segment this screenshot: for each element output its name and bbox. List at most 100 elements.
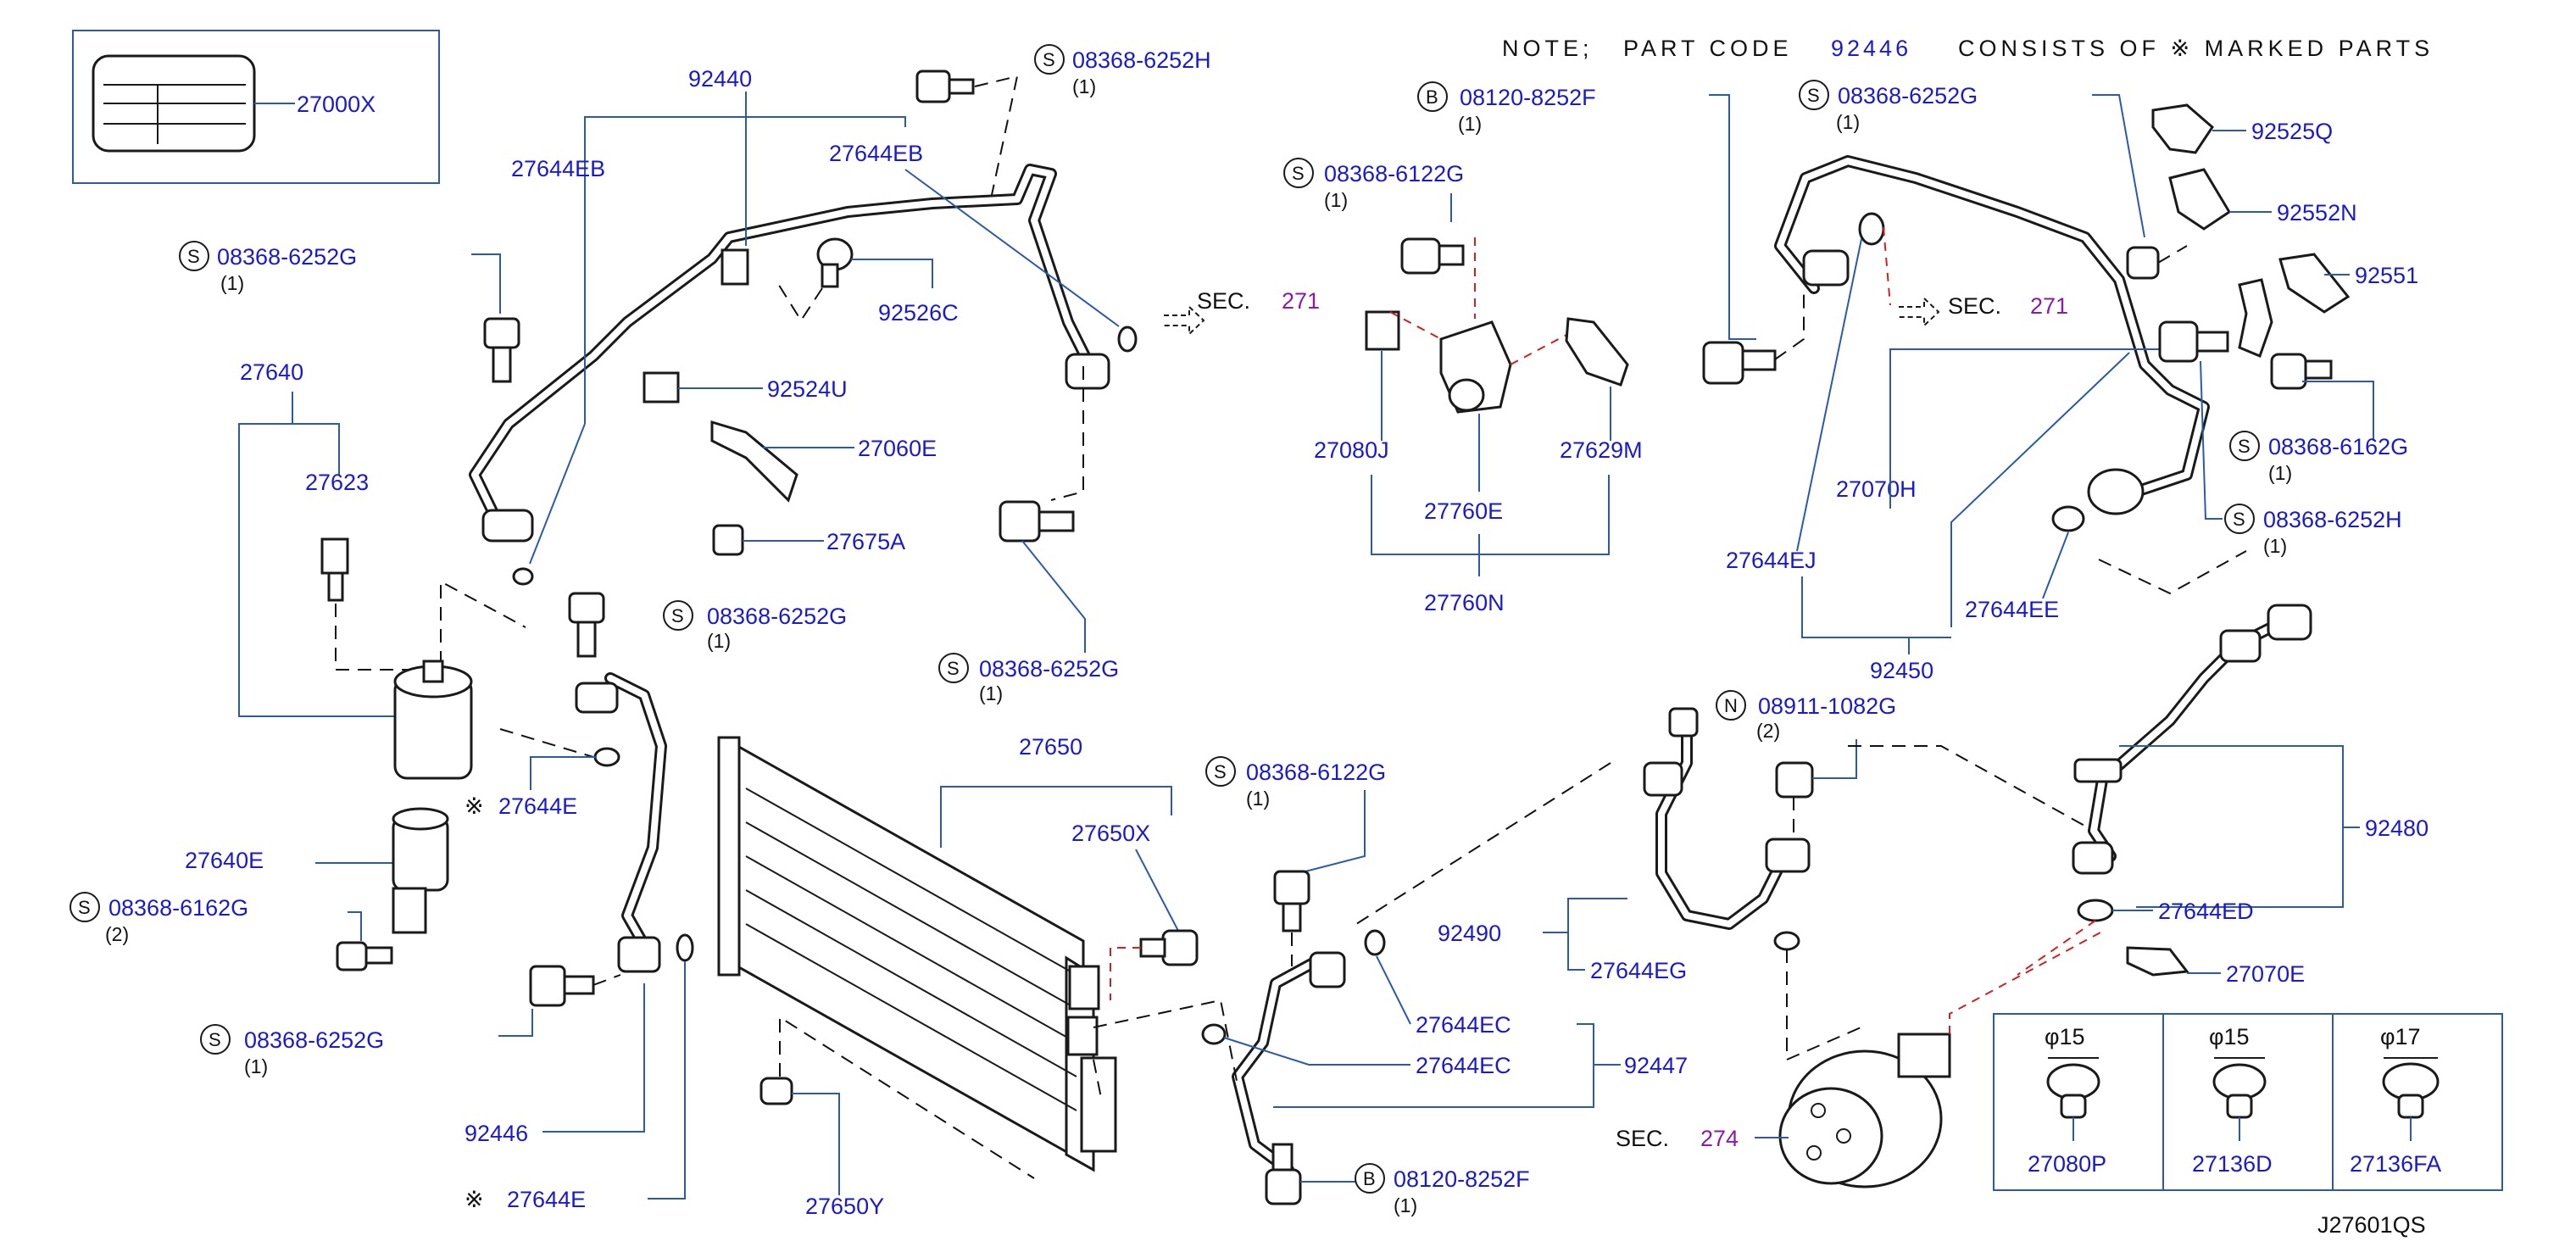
part-92446: 92446 <box>465 1121 528 1146</box>
part-92490: 92490 <box>1438 921 1501 946</box>
svg-text:S: S <box>947 658 960 679</box>
sec-271-a: 271 <box>1282 288 1320 314</box>
nut-code-08911-1082G: 08911-1082G <box>1758 693 1896 719</box>
part-27650X: 27650X <box>1071 821 1150 846</box>
part-27650: 27650 <box>1019 734 1082 760</box>
clip-92526C-group: 92526C <box>775 237 959 326</box>
n-marker <box>1716 690 1746 721</box>
part-27644EB-a: 27644EB <box>511 156 605 181</box>
bolt-code-08120-8252F-bot: 08120-8252F <box>1394 1166 1530 1192</box>
s-marker <box>1283 158 1314 188</box>
svg-text:※: ※ <box>465 1187 484 1212</box>
diagram-code: J27601QS <box>2317 1212 2426 1238</box>
bolt-head-icon <box>999 500 1041 543</box>
bracket-group: 92524U 27060E 27675A <box>643 371 937 556</box>
s-marker <box>2229 431 2260 461</box>
part-92526C: 92526C <box>878 300 959 326</box>
harness-27629M <box>1565 317 1629 387</box>
svg-text:S: S <box>2238 436 2251 457</box>
part-27644EE: 27644EE <box>1965 597 2059 622</box>
pipe-92480-group: 92480 27644ED 27070E <box>2017 604 2429 987</box>
pipe-92450-group: SEC. 271 S 08368-6252G (1) 27070H 27644E… <box>1702 80 2221 683</box>
svg-text:(1): (1) <box>1246 788 1270 810</box>
part-92525Q: 92525Q <box>2251 119 2333 144</box>
o-ring-27644EC-a <box>1364 929 1386 956</box>
pipe-92450 <box>1777 158 2207 495</box>
bracket-27060E <box>710 420 798 503</box>
pipe-bracket <box>721 248 749 286</box>
bracket-right-group: 92525Q 92552N 92551 S 08368-6162G (1) S … <box>2092 94 2418 595</box>
o-ring-27644E-b <box>676 933 694 962</box>
part-92524U: 92524U <box>767 376 848 402</box>
svg-text:S: S <box>1292 163 1305 184</box>
bolt-head-icon <box>1702 341 1744 385</box>
sec-271-b: 271 <box>2030 293 2068 319</box>
bolt-code-08368-6162G-right: 08368-6162G <box>2268 434 2408 459</box>
pipe-92447 <box>1234 955 1326 1173</box>
svg-text:(1): (1) <box>1324 189 1348 211</box>
bolt-code-08368-6252G-center: 08368-6252G <box>979 656 1119 682</box>
pipe-92440-group: 92440 27644EB 27644EB <box>469 66 1138 586</box>
clip-table: φ15 27080P φ15 27136D φ17 27136FA <box>1993 1013 2503 1191</box>
part-27000X: 27000X <box>297 92 376 117</box>
part-27629M: 27629M <box>1560 437 1643 463</box>
part-27070E: 27070E <box>2226 961 2305 987</box>
sec-label: SEC. <box>1197 288 1250 314</box>
clip-diameter-1: φ15 <box>2045 1024 2085 1049</box>
bolt-code-08368-6162G-left: 08368-6162G <box>108 895 248 921</box>
part-27640: 27640 <box>240 359 303 385</box>
svg-text:SEC.: SEC. <box>1616 1126 1669 1151</box>
bolt-head-icon <box>336 941 368 971</box>
o-ring-27644EJ <box>1858 212 1885 246</box>
s-marker <box>663 600 693 631</box>
part-27070H: 27070H <box>1836 476 1917 502</box>
o-ring-27644ED <box>2077 899 2114 922</box>
compressor-group: SEC. 274 <box>1616 932 2101 1188</box>
svg-text:SEC.: SEC. <box>1948 293 2001 319</box>
svg-text:S: S <box>187 246 200 267</box>
bolt-08368-6252G-left: S 08368-6252G (1) <box>179 241 520 383</box>
switch-27650X <box>1161 929 1199 966</box>
b-marker <box>1355 1163 1385 1194</box>
bolt-head-icon <box>2126 246 2160 280</box>
svg-text:(1): (1) <box>1458 113 1482 135</box>
bolt-head-icon <box>568 592 605 624</box>
expansion-valve-group: B 08120-8252F (1) S 08368-6122G (1) 2708… <box>1283 81 1756 615</box>
svg-text:(1): (1) <box>244 1055 268 1077</box>
part-27080P: 27080P <box>2028 1151 2106 1177</box>
bolt-08368-6252G-center: S 08368-6252G (1) <box>938 366 1119 704</box>
svg-text:(1): (1) <box>2268 462 2292 484</box>
clip-cell-1: φ15 27080P <box>2028 1024 2106 1177</box>
bolt-head-icon <box>1400 237 1441 275</box>
bolt-code-08368-6252H-right: 08368-6252H <box>2263 507 2402 532</box>
o-ring-27644E-a <box>593 747 620 767</box>
s-marker <box>1034 44 1065 75</box>
nut-08911-1082G <box>1775 761 1814 799</box>
o-ring-27644EG <box>1773 931 1800 951</box>
svg-text:S: S <box>78 897 91 918</box>
clip-cell-2: φ15 27136D <box>2192 1024 2273 1177</box>
part-92450: 92450 <box>1870 658 1933 683</box>
part-27644EG: 27644EG <box>1590 958 1687 983</box>
part-27644EJ: 27644EJ <box>1726 548 1817 573</box>
bolt-08368-6252G-lower: S 08368-6252G (1) <box>200 965 621 1077</box>
b-marker <box>1417 81 1448 112</box>
svg-text:(1): (1) <box>2263 535 2287 557</box>
bracket-92552N <box>2168 168 2232 231</box>
part-92480: 92480 <box>2365 815 2429 841</box>
part-27644E-b: 27644E <box>507 1187 586 1212</box>
s-marker <box>200 1024 231 1055</box>
part-27650Y: 27650Y <box>805 1194 884 1219</box>
s-marker <box>1205 756 1236 787</box>
o-ring-27644EB-b <box>1117 326 1138 353</box>
bolt-head-icon <box>2270 353 2307 390</box>
svg-text:S: S <box>2233 509 2245 530</box>
bracket-27640E-group: 27640E S 08368-6162G (2) <box>70 807 449 971</box>
s-marker <box>1799 80 1829 110</box>
part-27060E: 27060E <box>858 436 937 461</box>
note-suffix: CONSISTS OF ※ MARKED PARTS <box>1958 36 2434 61</box>
part-27760N: 27760N <box>1424 590 1505 615</box>
pipe-flange-right <box>1065 353 1110 390</box>
bolt-head-icon <box>915 70 951 103</box>
